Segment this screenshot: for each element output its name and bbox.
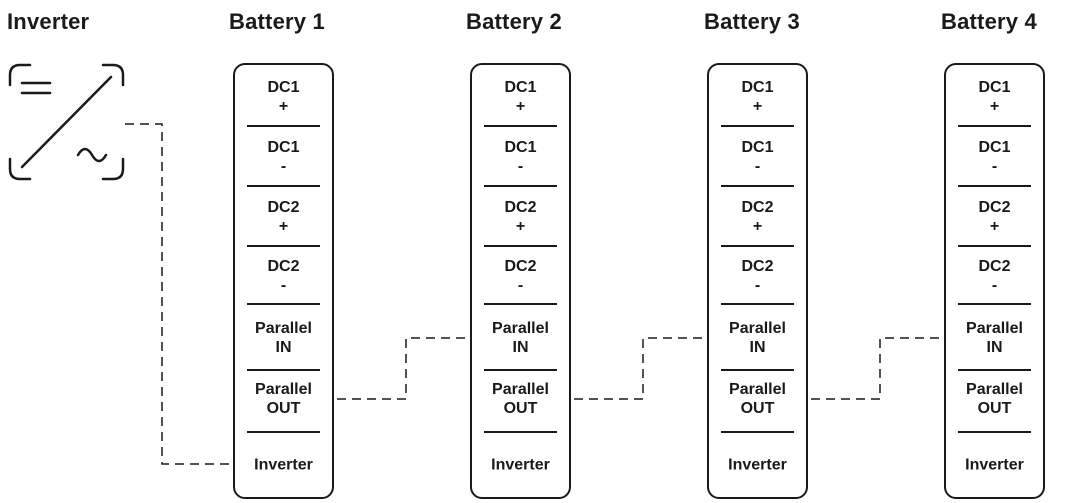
terminal-dc2-minus: DC2- — [504, 258, 537, 294]
divider — [247, 303, 320, 305]
terminal-dc1-minus: DC1- — [267, 139, 300, 175]
divider — [721, 185, 794, 187]
terminal-inverter: Inverter — [728, 456, 787, 474]
divider — [958, 431, 1031, 433]
divider — [484, 303, 557, 305]
terminal-dc2-plus: DC2+ — [504, 199, 537, 235]
terminal-dc2-minus: DC2- — [978, 258, 1011, 294]
battery-1-title: Battery 1 — [229, 9, 325, 34]
terminal-dc1-minus: DC1- — [978, 139, 1011, 175]
wire-battery-1-to-battery-2 — [337, 337, 470, 400]
divider — [247, 431, 320, 433]
terminal-dc1-minus: DC1- — [741, 139, 774, 175]
divider — [484, 431, 557, 433]
battery-2-title: Battery 2 — [466, 9, 562, 34]
divider — [721, 431, 794, 433]
inverter-title: Inverter — [7, 9, 90, 34]
divider — [484, 125, 557, 127]
divider — [721, 125, 794, 127]
divider — [247, 245, 320, 247]
wire-battery-2-to-battery-3 — [574, 337, 707, 400]
divider — [721, 245, 794, 247]
terminal-inverter: Inverter — [491, 456, 550, 474]
divider — [247, 125, 320, 127]
divider — [484, 245, 557, 247]
terminal-dc2-plus: DC2+ — [267, 199, 300, 235]
terminal-inverter: Inverter — [254, 456, 313, 474]
divider — [484, 185, 557, 187]
divider — [484, 369, 557, 371]
divider — [958, 185, 1031, 187]
divider — [958, 245, 1031, 247]
terminal-dc2-plus: DC2+ — [978, 199, 1011, 235]
divider — [247, 185, 320, 187]
divider — [958, 369, 1031, 371]
battery-4-title: Battery 4 — [941, 9, 1037, 34]
terminal-dc1-plus: DC1+ — [504, 79, 537, 115]
divider — [247, 369, 320, 371]
wire-battery-3-to-battery-4 — [811, 337, 944, 400]
terminal-dc1-minus: DC1- — [504, 139, 537, 175]
dc-ac-inverter-icon — [8, 63, 125, 181]
terminal-inverter: Inverter — [965, 456, 1024, 474]
terminal-dc1-plus: DC1+ — [741, 79, 774, 115]
inverter-device — [8, 63, 125, 181]
divider — [958, 303, 1031, 305]
terminal-dc1-plus: DC1+ — [267, 79, 300, 115]
terminal-dc2-minus: DC2- — [267, 258, 300, 294]
terminal-dc2-minus: DC2- — [741, 258, 774, 294]
wire-inverter-to-battery-1 — [125, 123, 233, 465]
battery-3-title: Battery 3 — [704, 9, 800, 34]
divider — [721, 303, 794, 305]
divider — [721, 369, 794, 371]
terminal-dc2-plus: DC2+ — [741, 199, 774, 235]
terminal-dc1-plus: DC1+ — [978, 79, 1011, 115]
divider — [958, 125, 1031, 127]
